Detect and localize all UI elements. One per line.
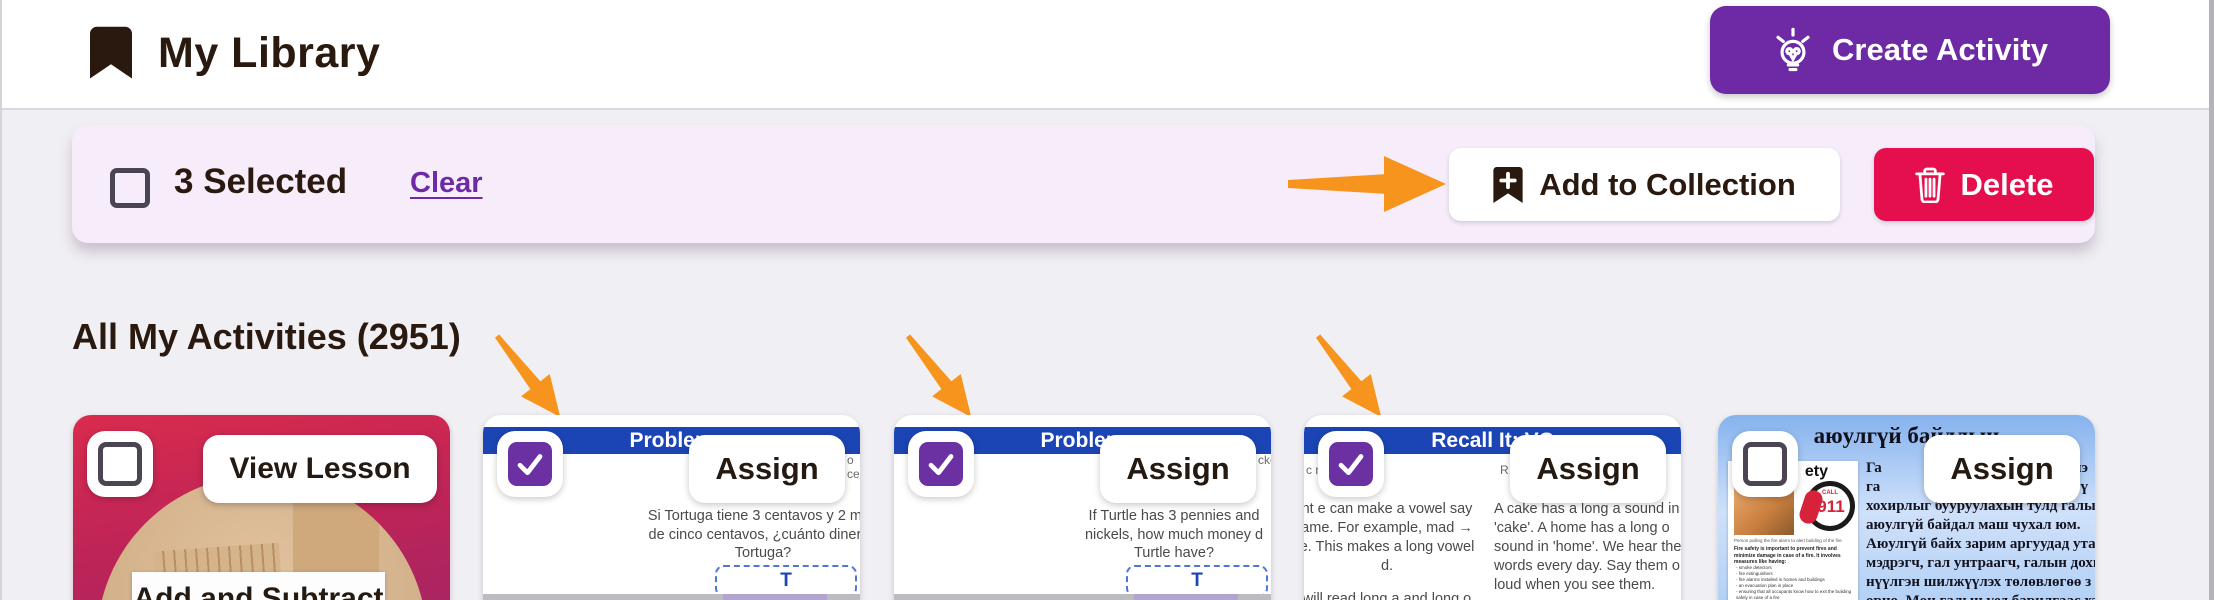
text-line: d. <box>1380 558 1394 574</box>
section-title: All My Activities (2951) <box>72 316 461 357</box>
question-line: Turtle have? <box>1133 545 1215 561</box>
text-line: will read long a and long o <box>1304 591 1472 600</box>
card-checkbox-wrap[interactable] <box>1318 431 1384 497</box>
slide-footer-strip-accent <box>1134 594 1238 600</box>
text-line: e. This makes a long vowel <box>1304 539 1475 555</box>
question-line: Tortuga? <box>734 545 792 561</box>
bullet-item: fire extinguishers <box>1736 571 1852 577</box>
text-fragment: cke <box>1258 453 1271 467</box>
text-line: ame. For example, mad → <box>1304 520 1473 536</box>
text-line: мэдрэгч, гал унтраагч, галын дохи <box>1866 555 2095 571</box>
card-checkbox-unchecked[interactable] <box>98 442 142 486</box>
call-911-logo: CALL 911 <box>1797 481 1855 531</box>
text-fragment: R <box>1500 463 1509 477</box>
checkmark-icon <box>1338 454 1364 476</box>
text-line: аюулгүй байдал маш чухал юм. <box>1866 517 2081 533</box>
poster-bullet-list: smoke detectors fire extinguishers fire … <box>1736 565 1852 600</box>
delete-label: Delete <box>1960 166 2054 202</box>
slide-question-text: Si Tortuga tiene 3 centavos y 2 mon de c… <box>633 507 860 563</box>
activity-card-add-and-subtract[interactable]: Add and Subtract View Lesson <box>73 415 450 600</box>
text-answer-box: T <box>1126 565 1268 597</box>
bookmark-icon <box>90 26 132 79</box>
card-checkbox-wrap[interactable] <box>908 431 974 497</box>
activity-card-problem[interactable]: Problem If Turtle has 3 pennies and nick… <box>894 415 1271 600</box>
add-to-collection-button[interactable]: Add to Collection <box>1449 148 1840 221</box>
bullet-item: fire alarms installed in homes and build… <box>1736 577 1852 583</box>
card-checkbox-wrap[interactable] <box>87 431 153 497</box>
number-label: 911 <box>1817 497 1845 516</box>
card-checkbox-checked[interactable] <box>508 442 552 486</box>
text-line: nt e can make a vowel say <box>1304 501 1473 517</box>
select-all-checkbox[interactable] <box>110 168 150 208</box>
poster-caption: Person pulling the fire alarm to alert b… <box>1734 538 1842 543</box>
checkmark-icon <box>928 454 954 476</box>
brand: My Library <box>90 0 380 106</box>
bullet-item: ensuring that all occupants know how to … <box>1736 589 1852 600</box>
page-title: My Library <box>158 28 381 77</box>
question-line: If Turtle has 3 pennies and <box>1088 508 1260 524</box>
assign-button[interactable]: Assign <box>1100 435 1256 503</box>
question-line: nickels, how much money d <box>1084 526 1264 543</box>
text-fragment: га <box>1866 479 1881 495</box>
lesson-caption: Add and Subtract <box>132 572 385 600</box>
card-checkbox-unchecked[interactable] <box>1743 442 1787 486</box>
card-checkbox-wrap[interactable] <box>1732 431 1798 497</box>
assign-button[interactable]: Assign <box>1924 435 2080 503</box>
text-line: words every day. Say them o <box>1494 558 1680 574</box>
annotation-arrow-toolbar <box>1288 156 1446 212</box>
selected-count: 3 Selected <box>174 162 348 201</box>
bullet-item: an evacuation plan in place <box>1736 583 1852 589</box>
slide-footer-strip <box>483 594 860 600</box>
assign-button[interactable]: Assign <box>1510 435 1666 503</box>
delete-button[interactable]: Delete <box>1874 148 2094 221</box>
text-line: Аюулгүй байх зарим аргуудад ута <box>1866 536 2095 552</box>
text-line: нүүлгэн шилжүүлэх төлөвлөгөө з <box>1866 574 2092 590</box>
activity-card-recall-it[interactable]: Recall It: VC c r R nt e can make a vowe… <box>1304 415 1681 600</box>
activity-card-fire-safety[interactable]: аюулгүй байдлын ety CALL 911 Person pull… <box>1718 415 2095 600</box>
text-line: орно. Мөн галын үед барилгаас хз <box>1866 592 2095 600</box>
lightbulb-icon <box>1776 27 1810 72</box>
assign-button[interactable]: Assign <box>689 435 845 503</box>
slide-footer-strip <box>894 594 1271 600</box>
card-checkbox-checked[interactable] <box>919 442 963 486</box>
bullet-item: smoke detectors <box>1736 565 1852 571</box>
text-line: loud when you see them. <box>1494 577 1656 593</box>
trash-icon <box>1915 167 1946 203</box>
text-fragment: c r <box>1306 463 1320 477</box>
call-label: CALL <box>1822 490 1838 496</box>
annotation-arrow-card-2 <box>494 334 561 417</box>
card-checkbox-checked[interactable] <box>1329 442 1373 486</box>
text-line: 'cake'. A home has a long o <box>1494 520 1670 536</box>
slide-body-text: Га лэ га шгү хохирлыг бууруулахын тулд г… <box>1866 459 2095 600</box>
poster-title-fragment: ety <box>1804 463 1828 480</box>
top-header: My Library Create Activity <box>2 0 2209 110</box>
add-to-collection-label: Add to Collection <box>1539 166 1796 202</box>
view-lesson-button[interactable]: View Lesson <box>203 435 437 503</box>
slide-left-column: nt e can make a vowel say ame. For examp… <box>1304 500 1478 600</box>
text-answer-box: T <box>715 565 857 597</box>
create-activity-label: Create Activity <box>1832 32 2048 67</box>
create-activity-button[interactable]: Create Activity <box>1710 6 2110 94</box>
text-line: sound in 'home'. We hear thes <box>1494 539 1681 555</box>
slide-footer-strip-accent <box>723 594 827 600</box>
clear-selection-link[interactable]: Clear <box>410 167 483 199</box>
slide-right-column: A cake has a long a sound in 'cake'. A h… <box>1494 500 1681 595</box>
checkmark-icon <box>517 454 543 476</box>
text-line: A cake has a long a sound in <box>1494 501 1680 517</box>
annotation-arrow-card-4 <box>1315 334 1382 417</box>
activity-card-problema[interactable]: Problem Si Tortuga tiene 3 centavos y 2 … <box>483 415 860 600</box>
question-line: de cinco centavos, ¿cuánto dinero t <box>648 526 860 543</box>
card-checkbox-wrap[interactable] <box>497 431 563 497</box>
annotation-arrow-card-3 <box>905 334 972 417</box>
text-fragment: o cen <box>847 453 860 481</box>
selection-toolbar: 3 Selected Clear Add to Collection Delet… <box>72 125 2095 243</box>
question-line: Si Tortuga tiene 3 centavos y 2 mon <box>647 508 860 524</box>
poster-body-text: Fire safety is important to prevent fire… <box>1734 546 1841 565</box>
text-fragment: Га <box>1866 460 1882 476</box>
slide-question-text: If Turtle has 3 pennies and nickels, how… <box>1044 507 1271 563</box>
bookmark-plus-icon <box>1493 166 1523 203</box>
